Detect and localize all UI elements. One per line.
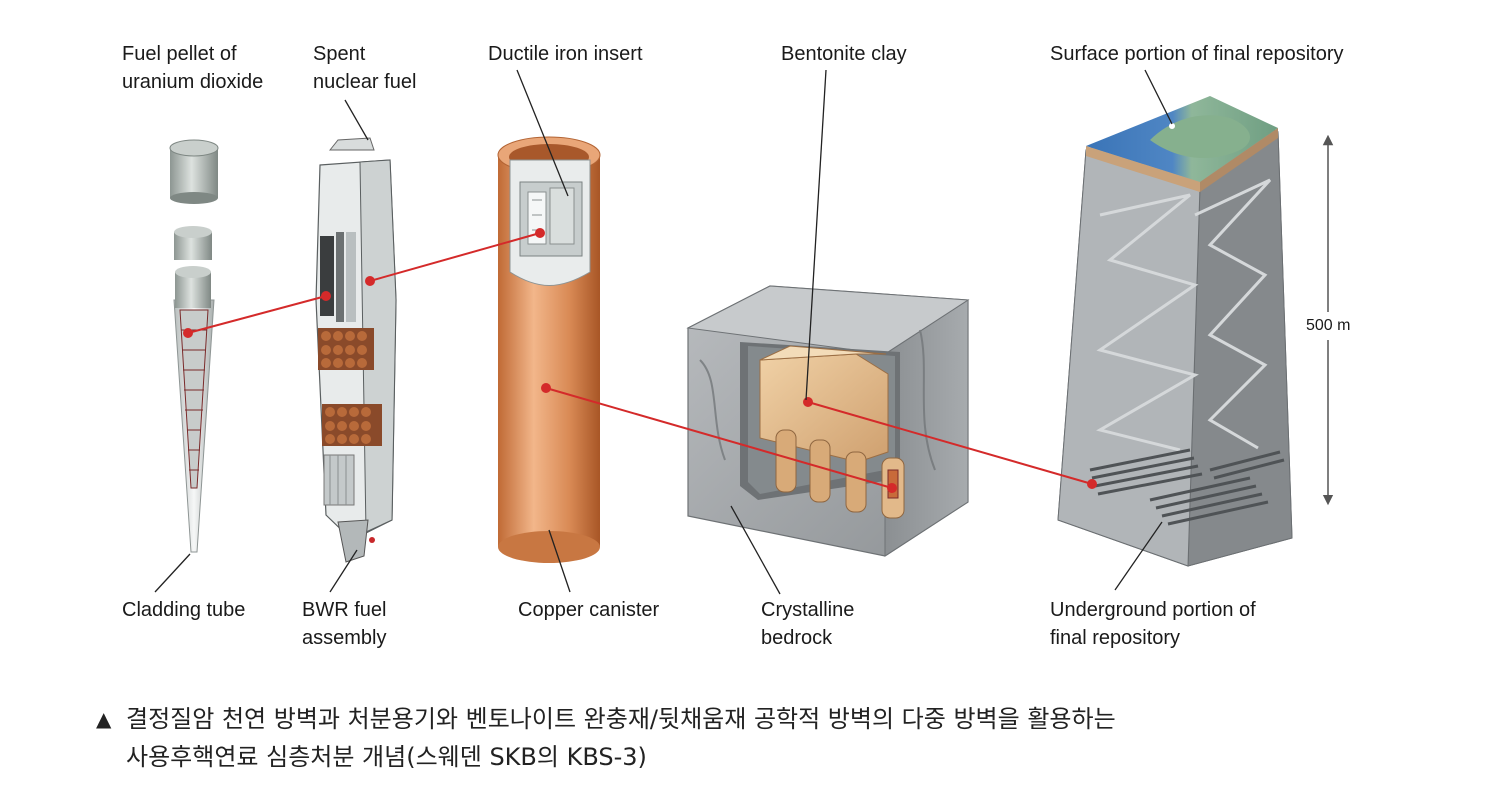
figure-caption: ▲ 결정질암 천연 방벽과 처분용기와 벤토나이트 완충재/뒷채움재 공학적 방벽… [96,700,1476,776]
spacer-grid-lower [322,404,382,446]
label-bentonite: Bentonite clay [781,43,907,65]
repository-tower [1057,96,1293,567]
iron-insert-cutaway [509,159,591,286]
caption-line-2: 사용후핵연료 심층처분 개념(스웨덴 SKB의 KBS-3) [126,743,647,771]
label-copper-canister: Copper canister [518,599,660,621]
triangle-marker-icon: ▲ [96,707,112,731]
label-surface-repository: Surface portion of final repository [1050,43,1344,65]
bwr-fuel-assembly [315,137,397,563]
terrain-surface [1086,96,1278,192]
bentonite-buffer [759,345,905,519]
caption-line-1: 결정질암 천연 방벽과 처분용기와 벤토나이트 완충재/뒷채움재 공학적 방벽의… [126,705,1116,733]
access-ramp [1096,178,1272,452]
repository-illustration [154,69,1334,595]
label-cladding-tube: Cladding tube [122,599,246,621]
deposition-tunnels [1089,448,1285,526]
spacer-grid-upper [318,328,374,370]
label-depth: 500 m [1302,312,1355,340]
leader-lines [154,69,1173,595]
fuel-pellet-stack [174,226,212,308]
fuel-pellet-top [169,139,219,204]
cladding-tube [173,299,215,553]
label-iron-insert: Ductile iron insert [488,43,643,65]
